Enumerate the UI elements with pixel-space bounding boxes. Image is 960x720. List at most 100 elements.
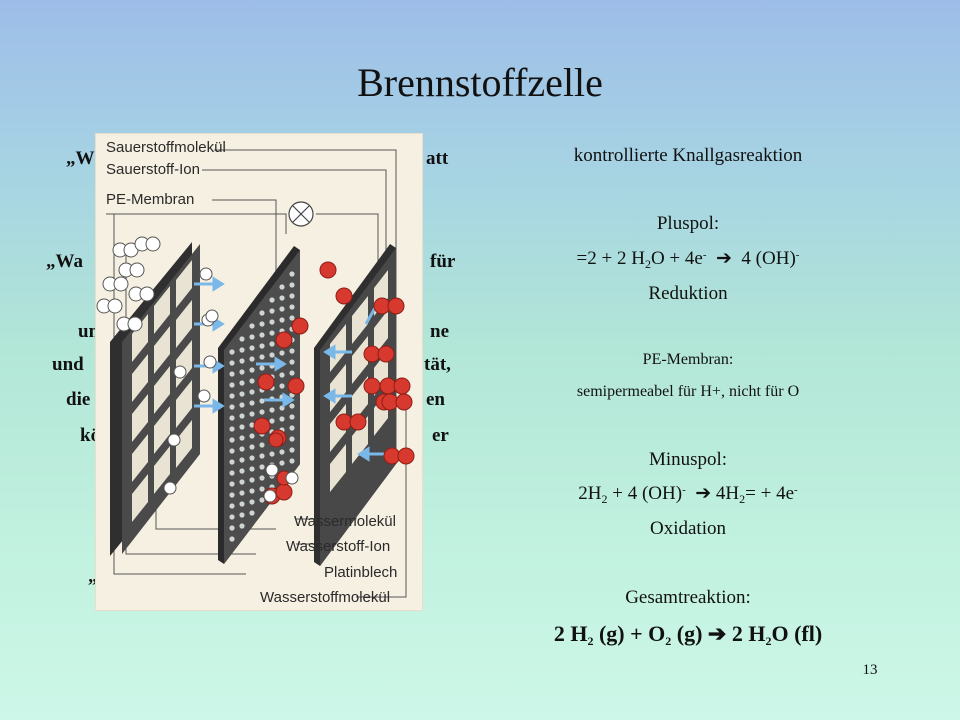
label-oxygen-molecule: Sauerstoffmolekül (106, 139, 226, 156)
membrane-hole (229, 514, 235, 520)
membrane-hole (289, 282, 295, 288)
membrane-hole (289, 458, 295, 464)
membrane-hole (249, 433, 255, 439)
membrane-hole (229, 415, 235, 421)
membrane-hole (279, 372, 285, 378)
membrane-hole (229, 426, 235, 432)
oxidation-label: Oxidation (650, 518, 726, 539)
eq-part: 2 H (726, 621, 766, 646)
membrane-hole (239, 468, 245, 474)
reduction-label: Reduktion (648, 283, 728, 304)
membrane-hole (269, 297, 275, 303)
plus-pole-equation: =2 + 2 H2O + 4e- ➔ 4 (OH)- (508, 246, 868, 272)
membrane-hole (229, 437, 235, 443)
membrane-hole (289, 370, 295, 376)
membrane-hole (289, 315, 295, 321)
left-line-6-end: er (432, 425, 449, 446)
eq-sup: - (682, 484, 686, 496)
eq-part: 2 H (553, 621, 588, 646)
membrane-hole (269, 451, 275, 457)
label-hydrogen-ion: Wasserstoff-Ion (286, 538, 390, 555)
membrane-hole (289, 436, 295, 442)
left-line-4-start: und (52, 354, 84, 375)
membrane-hole (289, 304, 295, 310)
page-title: Brennstoffzelle (357, 60, 603, 105)
membrane-hole (259, 475, 265, 481)
membrane-hole (249, 455, 255, 461)
membrane-hole (229, 536, 235, 542)
arrow-icon: ➔ (716, 248, 732, 269)
membrane-hole (229, 360, 235, 366)
membrane-hole (259, 464, 265, 470)
membrane-hole (259, 365, 265, 371)
membrane-hole (279, 284, 285, 290)
membrane-hole (249, 510, 255, 516)
eq-part: (g) + O (593, 621, 666, 646)
membrane-hole (239, 369, 245, 375)
membrane-hole (229, 349, 235, 355)
eq-sub: 2 (665, 634, 672, 648)
membrane-hole (249, 444, 255, 450)
membrane-hole (289, 293, 295, 299)
eq-sub: 2 (644, 257, 651, 271)
eq-part: 2H (578, 483, 602, 504)
eq-sup: - (795, 249, 800, 261)
membrane-hole (259, 332, 265, 338)
eq-sup: - (794, 484, 798, 496)
membrane-hole (269, 308, 275, 314)
membrane-hole (239, 512, 245, 518)
label-hydrogen-molecule: Wasserstoffmolekül (260, 589, 390, 606)
membrane-hole (229, 448, 235, 454)
membrane-hole (249, 488, 255, 494)
eq-part: = + 4e (745, 483, 795, 504)
membrane-hole (279, 306, 285, 312)
membrane-hole (229, 481, 235, 487)
membrane-hole (239, 347, 245, 353)
label-pe-membrane: PE-Membran (106, 191, 194, 208)
membrane-hole (259, 354, 265, 360)
left-line-3-end: ne (430, 321, 449, 342)
reaction-heading: kontrollierte Knallgasreaktion (573, 145, 803, 166)
left-line-7-start: „ (88, 566, 98, 587)
membrane-hole (259, 321, 265, 327)
membrane-hole (249, 334, 255, 340)
label-water-molecule: Wassermolekül (294, 513, 396, 530)
membrane-hole (269, 352, 275, 358)
membrane-hole (259, 398, 265, 404)
left-line-2-start: „Wa (46, 251, 83, 272)
membrane-hole (289, 447, 295, 453)
eq-part: (g) (671, 621, 708, 646)
meter-icon (288, 201, 314, 227)
membrane-hole (239, 358, 245, 364)
membrane-hole (249, 411, 255, 417)
membrane-hole (289, 359, 295, 365)
membrane-hole (289, 425, 295, 431)
eq-part: O (fl) (771, 621, 823, 646)
membrane-hole (229, 371, 235, 377)
membrane-hole (239, 457, 245, 463)
membrane-hole (279, 350, 285, 356)
arrow-icon: ➔ (707, 621, 727, 646)
eq-part: + 4 (OH) (607, 483, 683, 504)
membrane-hole (289, 414, 295, 420)
membrane-hole (249, 422, 255, 428)
fuel-cell-diagram: Sauerstoffmolekül Sauerstoff-Ion PE-Memb… (96, 139, 415, 606)
membrane-hole (289, 403, 295, 409)
eq-part: O + 4e (650, 248, 703, 269)
minus-pole-label: Minuspol: (648, 449, 728, 470)
membrane-hole (229, 503, 235, 509)
membrane-hole (279, 460, 285, 466)
membrane-hole (279, 449, 285, 455)
eq-part: 4 (OH) (741, 248, 796, 269)
membrane-hole (249, 499, 255, 505)
membrane-hole (259, 442, 265, 448)
membrane-hole (259, 453, 265, 459)
membrane-hole (279, 317, 285, 323)
plus-pole-label: Pluspol: (656, 213, 720, 234)
hydrogen-molecules (96, 236, 219, 495)
fuel-cell-figure: Sauerstoffmolekül Sauerstoff-Ion PE-Memb… (96, 134, 422, 610)
membrane-hole (249, 477, 255, 483)
label-platinum-sheet: Platinblech (324, 564, 397, 581)
left-line-2-end: für (430, 251, 456, 272)
membrane-hole (229, 525, 235, 531)
